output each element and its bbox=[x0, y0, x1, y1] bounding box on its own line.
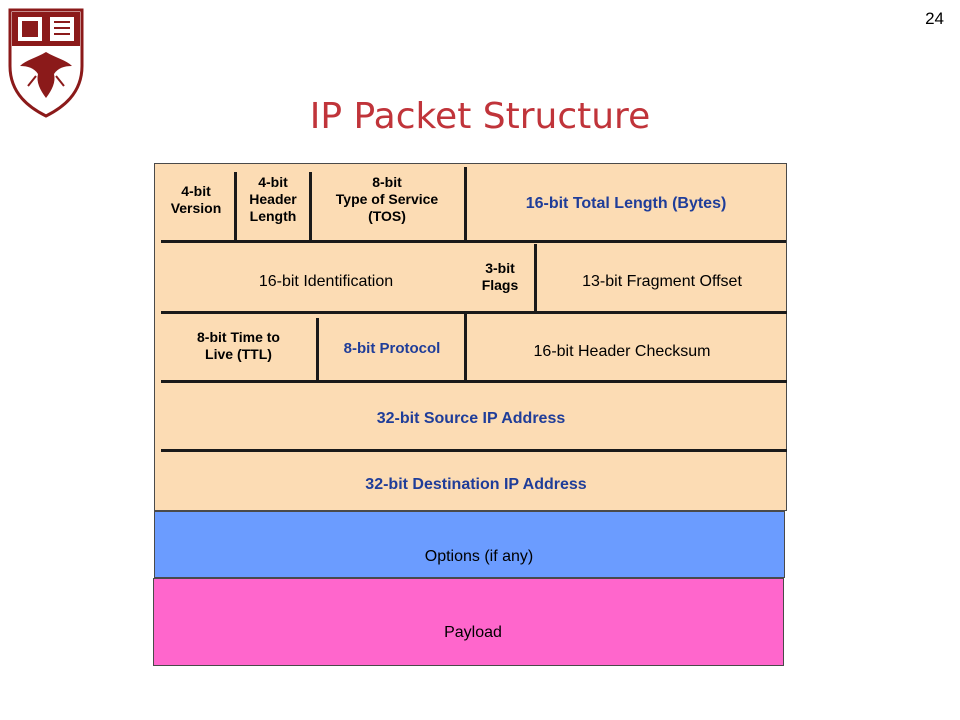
field-divider-version bbox=[234, 172, 237, 240]
field-divider-ttl bbox=[316, 318, 319, 381]
row-divider-2 bbox=[161, 311, 787, 314]
field-divider-protocol bbox=[464, 313, 467, 380]
field-fragment-offset: 13-bit Fragment Offset bbox=[582, 273, 742, 290]
field-identification: 16-bit Identification bbox=[258, 273, 394, 290]
payload-block bbox=[153, 578, 784, 666]
field-version: 4-bit Version bbox=[170, 183, 222, 216]
field-destination-ip: 32-bit Destination IP Address bbox=[365, 476, 587, 493]
row-divider-3 bbox=[161, 380, 787, 383]
field-divider-header-length bbox=[309, 172, 312, 240]
field-divider-tos bbox=[464, 167, 467, 242]
row-divider-4 bbox=[161, 449, 787, 452]
options-block bbox=[154, 511, 785, 578]
field-options: Options (if any) bbox=[424, 548, 534, 565]
field-time-to-live: 8-bit Time to Live (TTL) bbox=[197, 329, 280, 362]
field-payload: Payload bbox=[444, 624, 502, 641]
university-crest-icon bbox=[8, 8, 84, 118]
ip-header-block bbox=[154, 163, 787, 511]
field-header-length: 4-bit Header Length bbox=[249, 174, 297, 224]
slide-title: IP Packet Structure bbox=[309, 96, 651, 137]
page-number: 24 bbox=[925, 9, 944, 28]
field-flags: 3-bit Flags bbox=[481, 260, 519, 293]
field-source-ip: 32-bit Source IP Address bbox=[376, 410, 566, 427]
row-divider-1 bbox=[161, 240, 786, 243]
field-header-checksum: 16-bit Header Checksum bbox=[533, 343, 711, 360]
field-divider-flags bbox=[534, 244, 537, 312]
field-protocol: 8-bit Protocol bbox=[343, 340, 441, 357]
field-type-of-service: 8-bit Type of Service (TOS) bbox=[335, 174, 439, 224]
field-total-length: 16-bit Total Length (Bytes) bbox=[525, 195, 727, 212]
